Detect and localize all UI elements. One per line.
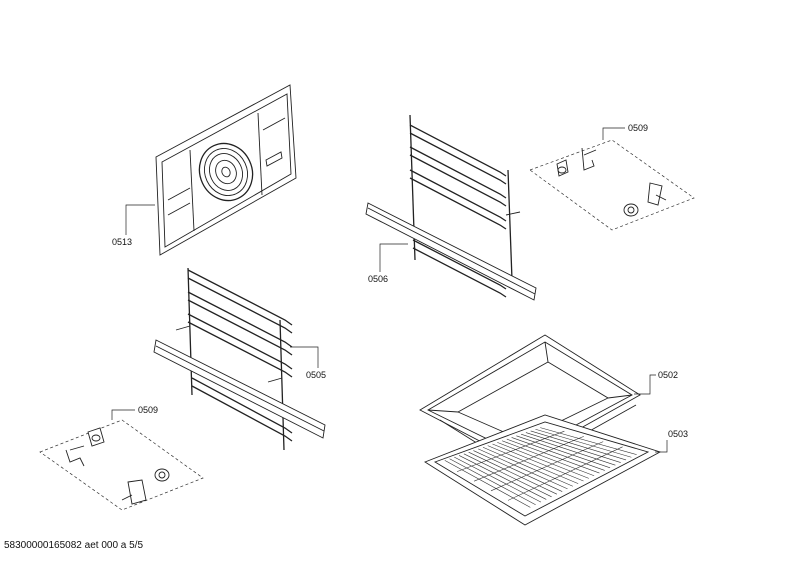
side-rack-right xyxy=(365,114,537,301)
part-number-0509-right: 0509 xyxy=(628,123,648,133)
label-0502: 0502 xyxy=(634,370,678,395)
label-0503: 0503 xyxy=(655,429,688,453)
clip-set-left xyxy=(39,419,204,511)
label-0513: 0513 xyxy=(112,204,155,247)
drawing-footer-id: 58300000165082 aet 000 a 5/5 xyxy=(4,540,144,551)
part-number-0513: 0513 xyxy=(112,237,132,247)
label-0509-right: 0509 xyxy=(602,123,648,140)
clip-set-right xyxy=(529,139,695,231)
part-number-0506: 0506 xyxy=(368,274,388,284)
grid-shelf xyxy=(424,414,662,526)
part-number-0509-left: 0509 xyxy=(138,405,158,415)
grid-shelf-wires xyxy=(444,427,637,508)
part-number-0502: 0502 xyxy=(658,370,678,380)
label-0509-left: 0509 xyxy=(111,405,158,420)
part-number-0505: 0505 xyxy=(306,370,326,380)
label-0506: 0506 xyxy=(368,243,408,284)
label-0505: 0505 xyxy=(290,346,326,380)
fan-back-panel xyxy=(155,84,297,256)
side-rack-left xyxy=(153,267,326,451)
part-number-0503: 0503 xyxy=(668,429,688,439)
